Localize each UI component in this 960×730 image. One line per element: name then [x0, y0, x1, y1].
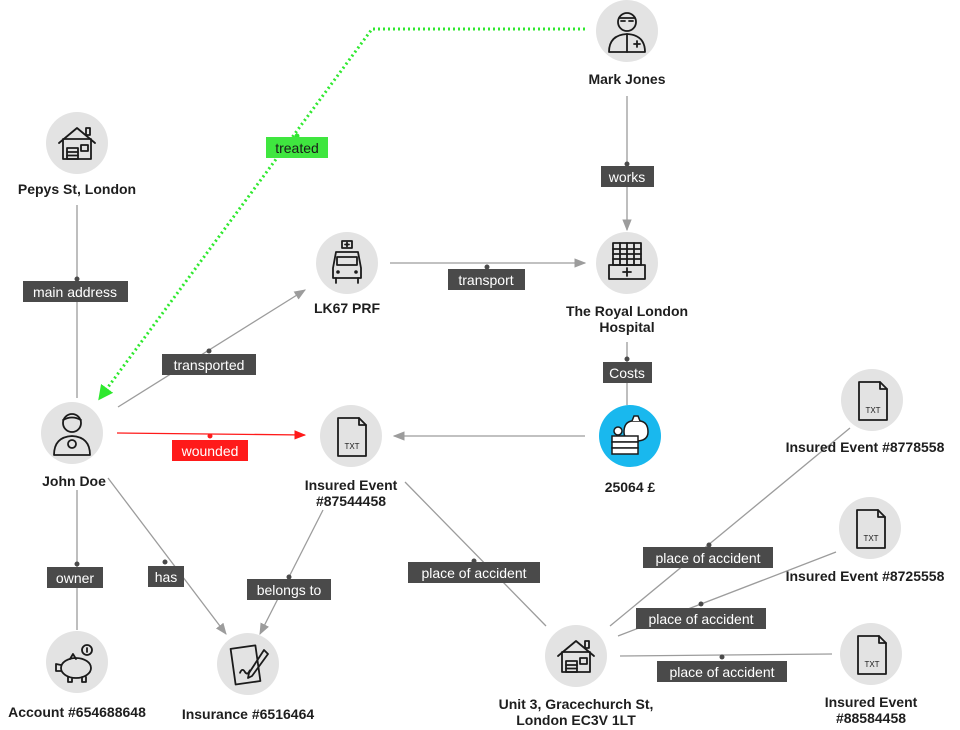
edge-label-text: belongs to: [257, 582, 322, 598]
edge-label-text: place of accident: [648, 611, 753, 627]
node-label-money: 25064 £: [604, 479, 656, 495]
edge-label-main-address[interactable]: main address: [23, 276, 128, 303]
txt-label: TXT: [864, 660, 879, 669]
txt-document-icon: TXT: [857, 635, 887, 675]
edge-place-of-accident-88584458[interactable]: [619, 653, 833, 657]
edge-label-transported[interactable]: transported: [162, 348, 256, 376]
piggy-bank-icon: [55, 644, 93, 683]
edge-transported[interactable]: [117, 289, 306, 408]
edge-labels: treated works main address transport tra…: [23, 133, 787, 683]
node-label-mark-jones: Mark Jones: [588, 71, 666, 87]
edge-label-has[interactable]: has: [148, 559, 184, 588]
edge-label-text: owner: [56, 570, 94, 586]
node-unit3[interactable]: [545, 625, 607, 687]
edge-label-place-of-accident-main[interactable]: place of accident: [408, 558, 540, 584]
node-lk67[interactable]: [316, 232, 378, 294]
edge-label-transport[interactable]: transport: [448, 264, 525, 291]
house-icon: [557, 640, 595, 673]
doctor-icon: [608, 12, 646, 53]
node-label-unit3: Unit 3, Gracechurch St, London EC3V 1LT: [498, 696, 654, 728]
node-event-8725558[interactable]: TXT: [839, 497, 901, 559]
txt-document-icon: TXT: [858, 381, 888, 421]
edge-label-text: Costs: [609, 365, 645, 381]
edge-label-owner[interactable]: owner: [47, 561, 103, 589]
node-label-lk67: LK67 PRF: [313, 300, 381, 316]
edge-label-place-of-accident-8778558[interactable]: place of accident: [643, 542, 773, 569]
node-label-john-doe: John Doe: [42, 473, 106, 489]
hospital-icon: [608, 242, 646, 280]
node-label-event-88584458: Insured Event #88584458: [824, 694, 918, 726]
txt-document-icon: TXT: [856, 509, 886, 549]
edge-label-text: wounded: [181, 443, 239, 459]
edge-label-text: works: [608, 169, 646, 185]
edge-label-text: place of accident: [655, 550, 760, 566]
node-event-87544458[interactable]: TXT: [320, 405, 382, 467]
edge-label-place-of-accident-88584458[interactable]: place of accident: [657, 654, 787, 683]
node-royal-london[interactable]: [596, 232, 658, 294]
edges: [76, 27, 851, 657]
edge-label-text: main address: [33, 284, 117, 300]
node-account[interactable]: [46, 631, 108, 693]
node-label-event-8725558: Insured Event #8725558: [785, 568, 945, 584]
node-label-event-87544458: Insured Event #87544458: [304, 477, 398, 509]
node-event-8778558[interactable]: TXT: [841, 369, 903, 431]
edge-label-works[interactable]: works: [601, 161, 654, 188]
node-insurance[interactable]: [217, 633, 279, 695]
ambulance-icon: [332, 240, 362, 284]
edge-label-treated[interactable]: treated: [266, 133, 328, 159]
txt-label: TXT: [865, 406, 880, 415]
txt-label: TXT: [863, 534, 878, 543]
nodes: TXT TXT: [41, 0, 903, 695]
edge-belongs-to[interactable]: [259, 509, 324, 636]
edge-place-of-accident-8778558[interactable]: [609, 427, 851, 627]
node-label-event-8778558: Insured Event #8778558: [785, 439, 945, 455]
edge-has[interactable]: [107, 477, 227, 635]
edge-label-text: place of accident: [669, 664, 774, 680]
edge-label-belongs-to[interactable]: belongs to: [247, 574, 331, 601]
node-label-royal-london: The Royal London Hospital: [565, 303, 689, 335]
edge-label-text: transported: [174, 357, 245, 373]
node-event-88584458[interactable]: TXT: [840, 623, 902, 685]
node-label-pepys: Pepys St, London: [17, 181, 137, 197]
node-john-doe[interactable]: [41, 402, 103, 464]
txt-document-icon: TXT: [337, 417, 367, 457]
node-money[interactable]: [599, 405, 661, 467]
money-bag-icon: [611, 415, 649, 455]
edge-label-place-of-accident-8725558[interactable]: place of accident: [636, 601, 766, 630]
edge-label-text: transport: [458, 272, 513, 288]
edge-label-costs[interactable]: Costs: [603, 356, 652, 384]
node-label-insurance: Insurance #6516464: [181, 706, 315, 722]
injured-person-icon: [53, 413, 91, 456]
edge-place-of-accident-main[interactable]: [404, 481, 547, 627]
signed-contract-icon: [229, 644, 269, 686]
edge-label-text: has: [155, 569, 178, 585]
house-icon: [58, 127, 96, 160]
edge-treated[interactable]: [98, 27, 585, 401]
edge-label-text: treated: [275, 140, 319, 156]
txt-label: TXT: [344, 442, 359, 451]
edge-label-wounded[interactable]: wounded: [172, 433, 248, 462]
edge-label-text: place of accident: [421, 565, 526, 581]
node-label-account: Account #654688648: [8, 704, 146, 720]
node-mark-jones[interactable]: [596, 0, 658, 62]
node-pepys[interactable]: [46, 112, 108, 174]
